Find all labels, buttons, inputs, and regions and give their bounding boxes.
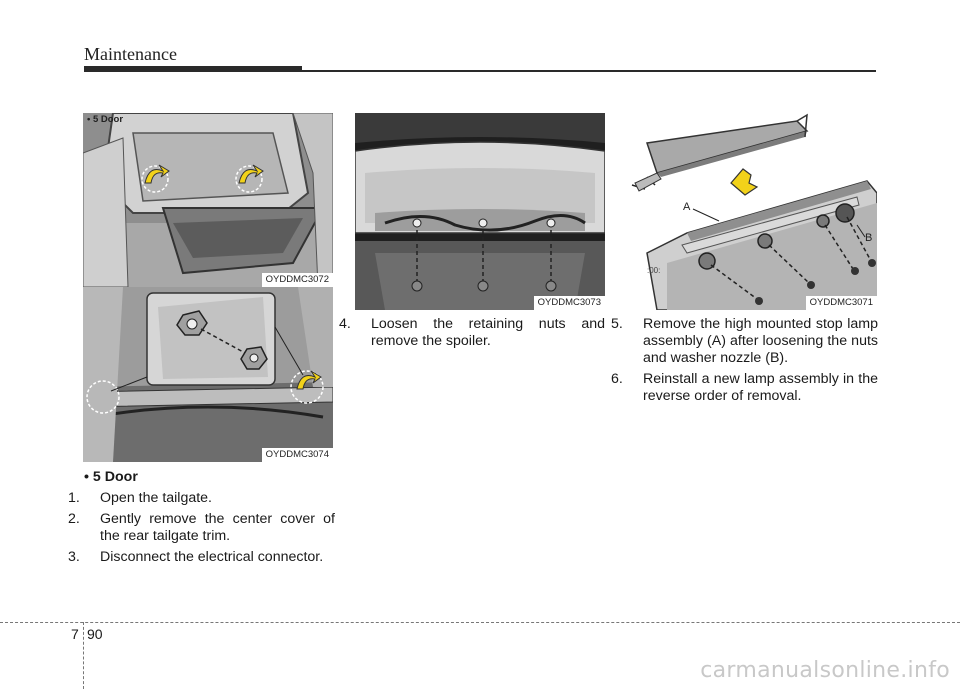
step-text: Loosen the retaining nuts and remove the… bbox=[371, 316, 605, 349]
figure-stop-lamp: :00: A B OYDDMC3071 bbox=[627, 113, 877, 310]
column-1-text: • 5 Door 1. Open the tailgate. 2. Gently r… bbox=[68, 469, 335, 570]
step-number: 3. bbox=[68, 549, 80, 565]
step-text: Remove the high mounted stop lamp assemb… bbox=[643, 316, 878, 366]
step-3: 3. Disconnect the electrical connector. bbox=[68, 549, 335, 566]
step-5: 5. Remove the high mounted stop lamp asse… bbox=[611, 316, 878, 367]
watermark-text: carmanualsonline.info bbox=[700, 658, 950, 683]
header-rule-thin bbox=[84, 70, 876, 72]
figure-code-label: OYDDMC3071 bbox=[805, 296, 877, 310]
step-text: Reinstall a new lamp assembly in the rev… bbox=[643, 371, 878, 404]
figure-tailgate-open: • 5 Door OYDDMC3072 bbox=[83, 113, 333, 287]
column-2-text: 4. Loosen the retaining nuts and remove t… bbox=[339, 316, 605, 354]
stop-lamp-illustration: :00: bbox=[627, 113, 877, 310]
step-2: 2. Gently remove the center cover of the … bbox=[68, 511, 335, 545]
figure-spoiler-nuts: OYDDMC3073 bbox=[355, 113, 605, 310]
footer-page-number: 90 bbox=[87, 626, 103, 642]
section-heading: • 5 Door bbox=[84, 469, 138, 485]
step-1: 1. Open the tailgate. bbox=[68, 490, 335, 507]
footer-divider bbox=[83, 622, 84, 689]
figure-code-label: OYDDMC3072 bbox=[261, 273, 333, 287]
step-4: 4. Loosen the retaining nuts and remove t… bbox=[339, 316, 605, 350]
figure-code-label: OYDDMC3074 bbox=[261, 448, 333, 462]
trim-cover-illustration bbox=[83, 287, 333, 462]
footer-section-number: 7 bbox=[71, 626, 79, 642]
page-header-title: Maintenance bbox=[84, 44, 177, 64]
step-number: 6. bbox=[611, 371, 623, 387]
step-number: 1. bbox=[68, 490, 80, 506]
svg-text::00:: :00: bbox=[647, 266, 660, 275]
step-text: Disconnect the electrical connector. bbox=[100, 549, 324, 565]
step-number: 5. bbox=[611, 316, 623, 332]
step-number: 2. bbox=[68, 511, 80, 527]
figure-trim-cover: OYDDMC3074 bbox=[83, 287, 333, 462]
step-text: Gently remove the center cover of the re… bbox=[100, 511, 335, 544]
figure-tag-5-door: • 5 Door bbox=[87, 114, 124, 125]
header-rule-thick bbox=[84, 66, 302, 71]
tailgate-open-illustration bbox=[83, 113, 333, 287]
figure-code-label: OYDDMC3073 bbox=[533, 296, 605, 310]
callout-label-b: B bbox=[865, 232, 873, 244]
step-6: 6. Reinstall a new lamp assembly in the r… bbox=[611, 371, 878, 405]
spoiler-nuts-illustration bbox=[355, 113, 605, 310]
step-text: Open the tailgate. bbox=[100, 490, 213, 506]
step-number: 4. bbox=[339, 316, 351, 332]
footer-rule bbox=[0, 622, 960, 623]
callout-label-a: A bbox=[683, 201, 691, 213]
column-3-text: 5. Remove the high mounted stop lamp asse… bbox=[611, 316, 878, 409]
